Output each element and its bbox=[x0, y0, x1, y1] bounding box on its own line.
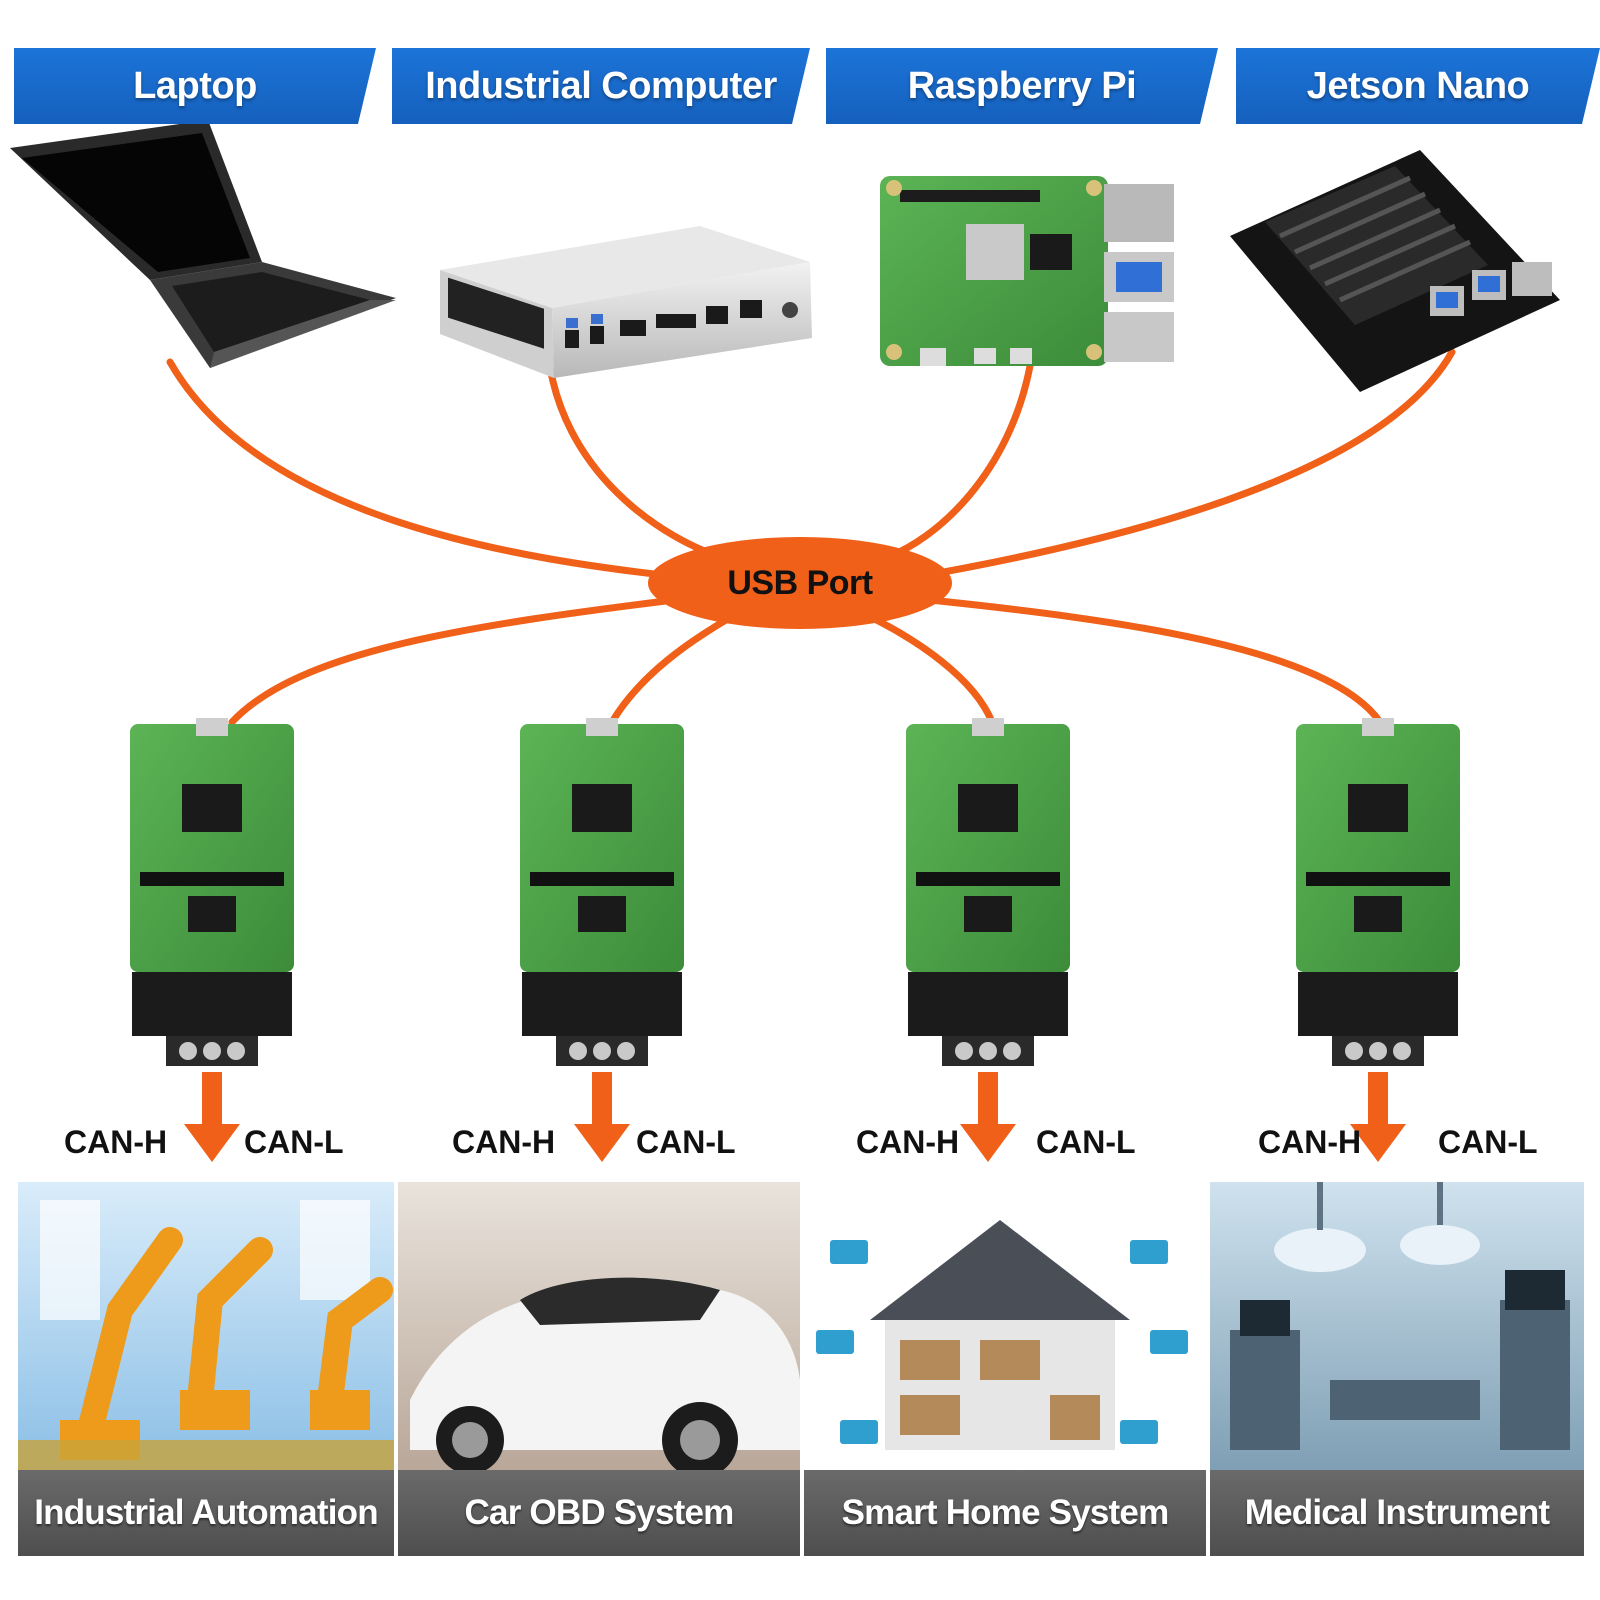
screw-terminal bbox=[1345, 1042, 1363, 1060]
can-l-label: CAN-L bbox=[244, 1124, 344, 1160]
application-tile-industrial-automation: Industrial Automation bbox=[18, 1182, 394, 1556]
controller-chip bbox=[958, 784, 1018, 832]
host-tab-jetson-nano: Jetson Nano bbox=[1236, 48, 1600, 124]
screw-terminal bbox=[179, 1042, 197, 1060]
can-h-label: CAN-H bbox=[64, 1124, 168, 1160]
header-strip bbox=[1306, 872, 1450, 886]
application-caption: Smart Home System bbox=[804, 1470, 1206, 1556]
screw-terminal bbox=[1003, 1042, 1021, 1060]
cable-raspberry-pi bbox=[876, 362, 1034, 564]
micro-usb-port bbox=[1362, 718, 1394, 736]
host-tab-laptop: Laptop bbox=[14, 48, 376, 124]
down-arrow-icon bbox=[960, 1072, 1016, 1162]
cable-laptop bbox=[166, 358, 694, 582]
application-tile-smart-home: Smart Home System bbox=[804, 1182, 1206, 1556]
screw-terminal bbox=[979, 1042, 997, 1060]
host-cables bbox=[166, 348, 1456, 582]
application-tile-car-obd: Car OBD System bbox=[398, 1182, 800, 1556]
can-adapter-board bbox=[1296, 718, 1460, 1066]
host-label: Raspberry Pi bbox=[907, 64, 1137, 107]
host-tab-industrial-computer: Industrial Computer bbox=[392, 48, 810, 124]
jetson-nano-board-icon bbox=[1230, 150, 1560, 392]
screw-terminal bbox=[1369, 1042, 1387, 1060]
adapter-pcb bbox=[130, 724, 294, 972]
db9-connector bbox=[522, 972, 682, 1036]
transceiver-chip bbox=[1354, 896, 1402, 932]
signal-arrows bbox=[184, 1072, 1406, 1162]
laptop-icon bbox=[10, 120, 396, 368]
application-caption: Car OBD System bbox=[398, 1470, 800, 1556]
usb-port-label: USB Port bbox=[727, 563, 873, 602]
cable-jetson-nano bbox=[906, 348, 1456, 582]
down-arrow-icon bbox=[574, 1072, 630, 1162]
cable-adapter-4 bbox=[906, 594, 1384, 726]
host-label: Laptop bbox=[133, 64, 257, 107]
down-arrow-icon bbox=[184, 1072, 240, 1162]
adapter-pcb bbox=[1296, 724, 1460, 972]
db9-connector bbox=[908, 972, 1068, 1036]
db9-connector bbox=[132, 972, 292, 1036]
scene-industrial-automation bbox=[18, 1182, 394, 1470]
screw-terminal bbox=[617, 1042, 635, 1060]
controller-chip bbox=[572, 784, 632, 832]
db9-connector bbox=[1298, 972, 1458, 1036]
host-label: Jetson Nano bbox=[1306, 64, 1530, 107]
scene-medical-instrument bbox=[1210, 1182, 1584, 1470]
can-adapter-boards bbox=[130, 718, 1460, 1066]
transceiver-chip bbox=[578, 896, 626, 932]
screw-terminal bbox=[955, 1042, 973, 1060]
cable-adapter-2 bbox=[608, 608, 744, 726]
application-caption: Industrial Automation bbox=[18, 1470, 394, 1556]
host-label: Industrial Computer bbox=[425, 64, 777, 107]
can-l-label: CAN-L bbox=[1438, 1124, 1538, 1160]
screw-terminal bbox=[203, 1042, 221, 1060]
scene-car-obd bbox=[398, 1182, 800, 1478]
industrial-computer-icon bbox=[440, 226, 812, 378]
micro-usb-port bbox=[586, 718, 618, 736]
screw-terminal bbox=[569, 1042, 587, 1060]
header-strip bbox=[530, 872, 674, 886]
cable-adapter-3 bbox=[856, 608, 996, 726]
can-adapter-board bbox=[520, 718, 684, 1066]
scene-smart-home bbox=[804, 1182, 1206, 1470]
screw-terminal bbox=[593, 1042, 611, 1060]
host-tab-raspberry-pi: Raspberry Pi bbox=[826, 48, 1218, 124]
raspberry-pi-board-icon bbox=[880, 176, 1174, 366]
screw-terminal bbox=[1393, 1042, 1411, 1060]
can-l-label: CAN-L bbox=[636, 1124, 736, 1160]
can-adapter-board bbox=[906, 718, 1070, 1066]
transceiver-chip bbox=[964, 896, 1012, 932]
can-adapter-board bbox=[130, 718, 294, 1066]
controller-chip bbox=[1348, 784, 1408, 832]
micro-usb-port bbox=[972, 718, 1004, 736]
can-l-label: CAN-L bbox=[1036, 1124, 1136, 1160]
transceiver-chip bbox=[188, 896, 236, 932]
can-h-label: CAN-H bbox=[856, 1124, 960, 1160]
can-h-label: CAN-H bbox=[452, 1124, 556, 1160]
controller-chip bbox=[182, 784, 242, 832]
application-caption: Medical Instrument bbox=[1210, 1470, 1584, 1556]
micro-usb-port bbox=[196, 718, 228, 736]
can-h-label: CAN-H bbox=[1258, 1124, 1362, 1160]
down-arrow-icon bbox=[1350, 1072, 1406, 1162]
adapter-pcb bbox=[520, 724, 684, 972]
adapter-pcb bbox=[906, 724, 1070, 972]
cable-adapter-1 bbox=[228, 594, 694, 726]
application-tile-medical-instrument: Medical Instrument bbox=[1210, 1182, 1584, 1556]
header-strip bbox=[140, 872, 284, 886]
usb-hub-ellipse bbox=[648, 537, 952, 629]
screw-terminal bbox=[227, 1042, 245, 1060]
cable-industrial-computer bbox=[544, 348, 734, 564]
header-strip bbox=[916, 872, 1060, 886]
